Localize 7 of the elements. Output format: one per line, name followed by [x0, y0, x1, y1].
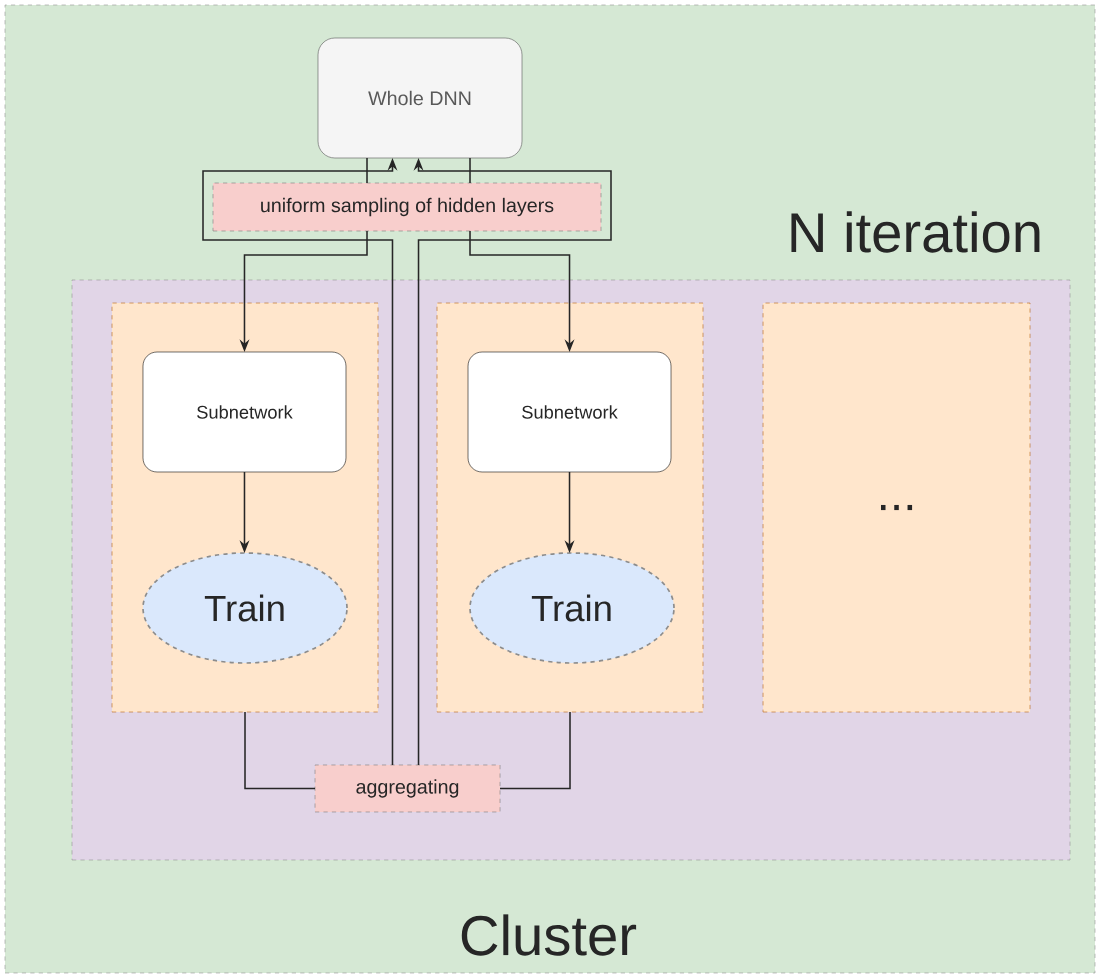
process-box: Whole DNN: [317, 37, 523, 159]
node-label: N iteration: [791, 211, 1040, 253]
aggregating-box: aggregating: [314, 764, 501, 813]
worker-panel: ...: [762, 302, 1031, 713]
sampling-label-box: uniform sampling of hidden layers: [212, 182, 602, 232]
subnetwork-box: Subnetwork: [142, 351, 347, 473]
subnetwork-box: Subnetwork: [467, 351, 672, 473]
